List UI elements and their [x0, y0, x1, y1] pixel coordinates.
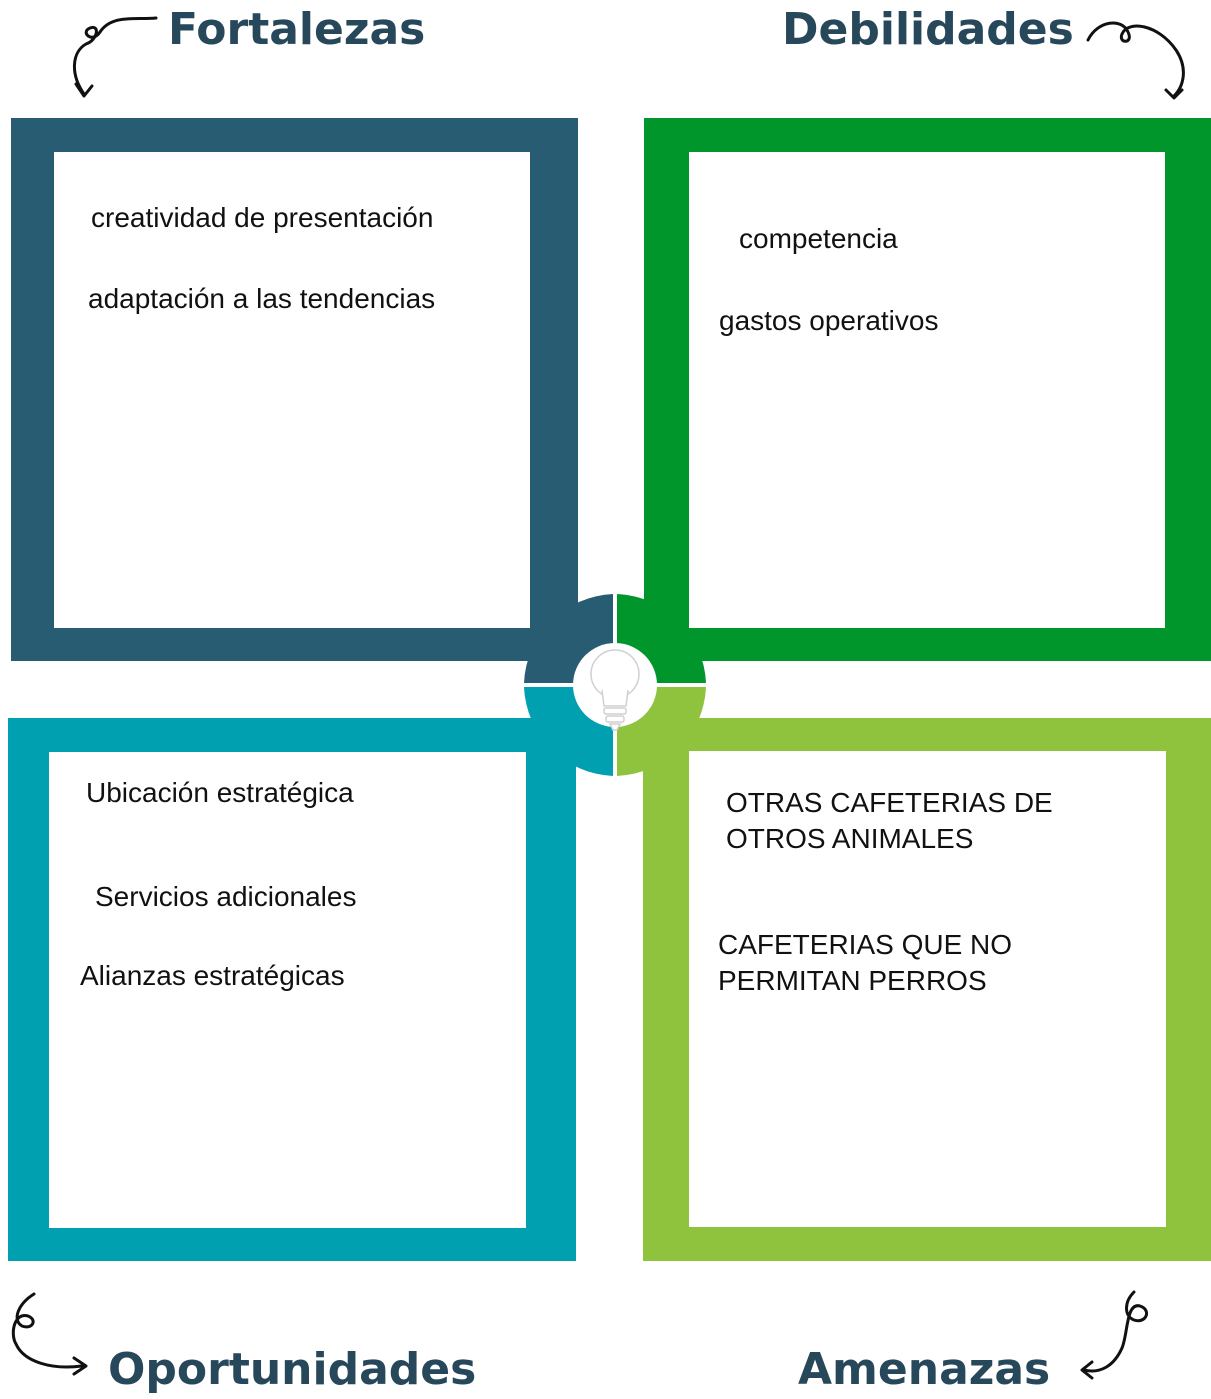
curly-arrow-icon: [11, 1292, 88, 1376]
oportunidades-title: Oportunidades: [108, 1344, 477, 1395]
oportunidades-item: Ubicación estratégica: [86, 777, 354, 808]
amenazas-box: [643, 718, 1211, 1261]
amenazas-item: PERMITAN PERROS: [718, 965, 987, 996]
fortalezas-item: creatividad de presentación: [91, 202, 434, 233]
debilidades-item: competencia: [739, 223, 898, 254]
fortalezas-title: Fortalezas: [168, 4, 426, 55]
fortalezas-content: [54, 152, 530, 628]
debilidades-box: [644, 118, 1211, 661]
oportunidades-content: [49, 752, 526, 1228]
oportunidades-box: [8, 718, 576, 1261]
fortalezas-box: [11, 118, 578, 661]
debilidades-item: gastos operativos: [719, 305, 939, 336]
debilidades-content: [689, 152, 1165, 628]
oportunidades-item: Servicios adicionales: [95, 881, 357, 912]
curly-arrow-icon: [1080, 1290, 1149, 1380]
amenazas-item: CAFETERIAS QUE NO: [718, 929, 1013, 960]
curly-arrow-icon: [1086, 21, 1185, 100]
amenazas-content: [689, 751, 1166, 1227]
center-hub: [524, 594, 706, 776]
amenazas-item: OTRAS CAFETERIAS DE: [726, 787, 1053, 818]
curly-arrow-icon: [73, 16, 158, 98]
amenazas-item: OTROS ANIMALES: [726, 823, 974, 854]
lightbulb-icon: [590, 649, 640, 731]
debilidades-title: Debilidades: [782, 4, 1074, 55]
oportunidades-item: Alianzas estratégicas: [80, 960, 345, 991]
fortalezas-item: adaptación a las tendencias: [88, 283, 436, 314]
amenazas-title: Amenazas: [798, 1344, 1051, 1395]
